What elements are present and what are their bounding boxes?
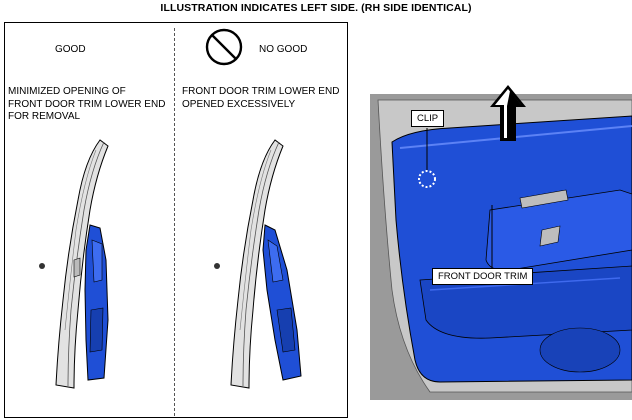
good-door-section-illustration xyxy=(39,139,109,389)
up-arrow-icon xyxy=(490,85,526,141)
page-title: ILLUSTRATION INDICATES LEFT SIDE. (RH SI… xyxy=(160,2,472,14)
good-caption: MINIMIZED OPENING OF FRONT DOOR TRIM LOW… xyxy=(8,86,166,122)
front-door-trim-callout: FRONT DOOR TRIM xyxy=(432,268,534,285)
comparison-panel xyxy=(4,22,348,418)
door-trim-illustration xyxy=(370,94,632,400)
nogood-heading: NO GOOD xyxy=(259,44,308,55)
prohibition-icon xyxy=(205,28,243,66)
nogood-door-section-illustration xyxy=(214,139,302,389)
panel-divider xyxy=(174,28,175,416)
clip-callout: CLIP xyxy=(411,110,445,127)
nogood-caption: FRONT DOOR TRIM LOWER END OPENED EXCESSI… xyxy=(182,86,340,110)
good-heading: GOOD xyxy=(55,44,86,55)
